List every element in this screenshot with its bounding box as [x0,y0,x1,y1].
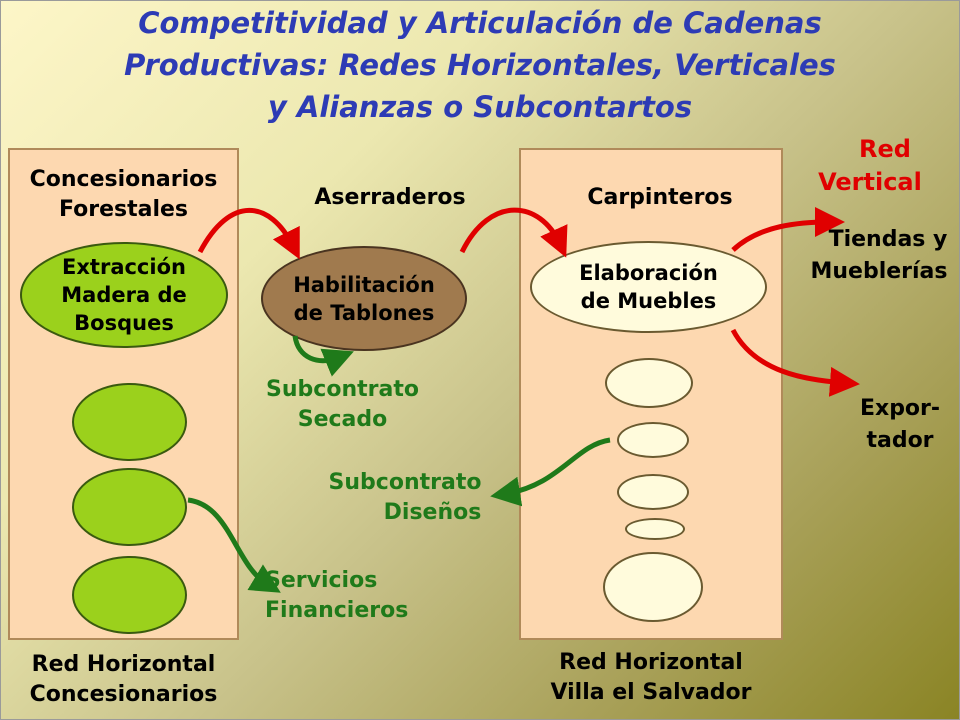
servicios-financieros-label: Servicios Financieros [265,568,409,623]
subcontrato-disenos-label: Subcontrato Diseños [328,470,482,525]
carpintero-node-4 [617,474,689,510]
title-line-1: Competitividad y Articulación de Cadenas [138,6,822,40]
carpintero-node-3 [617,422,689,458]
carpinteros-header: Carpinteros [587,185,733,210]
concesionarios-header: Concesionarios Forestales [29,167,218,222]
extraccion-node: Extracción Madera de Bosques [20,242,228,348]
red-horizontal-concesionarios: Red Horizontal Concesionarios [29,652,218,707]
carpintero-node-5 [625,518,685,540]
concesionario-node-2 [72,383,187,461]
exportador-label: Expor- tador [859,396,941,453]
carpintero-node-6 [603,552,703,622]
carpintero-node-2 [605,358,693,408]
subcontrato-secado-label: Subcontrato Secado [266,377,419,432]
red-horizontal-villa-el-salvador: Red Horizontal Villa el Salvador [550,650,752,705]
title-line-2: Productivas: Redes Horizontales, Vertica… [124,48,836,82]
aserraderos-header: Aserraderos [314,185,466,210]
slide-title: Competitividad y Articulación de Cadenas… [0,2,960,128]
red-vertical-label: Red Vertical [818,135,922,196]
elaboracion-node: Elaboración de Muebles [530,241,767,333]
concesionario-node-4 [72,556,187,634]
habilitacion-node: Habilitación de Tablones [261,246,467,351]
title-line-3: y Alianzas o Subcontartos [267,90,693,124]
concesionario-node-3 [72,468,187,546]
tiendas-label: Tiendas y Mueblerías [810,227,948,284]
